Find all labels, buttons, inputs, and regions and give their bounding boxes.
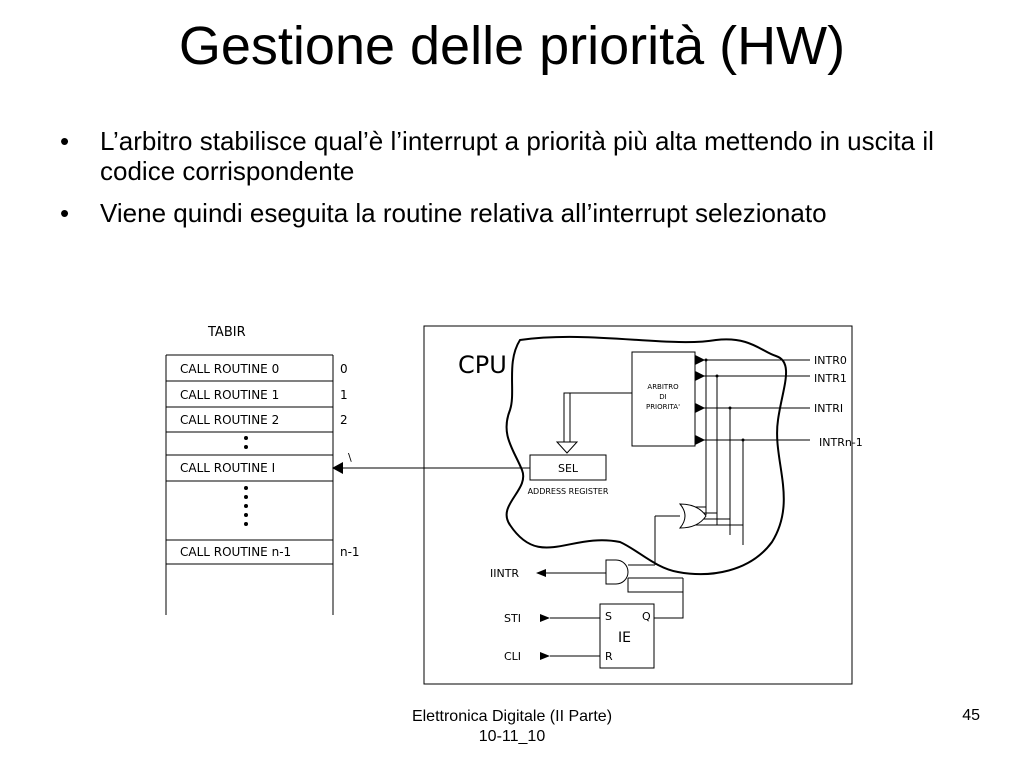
ff-q-label: Q	[642, 610, 651, 623]
table-row: CALL ROUTINE 2	[180, 413, 279, 427]
arrow-mark: \	[348, 451, 352, 464]
sti-label: STI	[504, 612, 521, 625]
ff-s-label: S	[605, 610, 612, 623]
intr-input-lines	[695, 355, 810, 545]
ellipsis-dots	[244, 436, 248, 526]
arbiter-label: DI	[659, 393, 666, 401]
intr-label: INTR0	[814, 354, 847, 367]
bullet-item: • L’arbitro stabilisce qual’è l’interrup…	[56, 126, 936, 186]
row-index: n-1	[340, 545, 360, 559]
tabir-table	[165, 354, 334, 615]
bullet-dot-icon: •	[60, 198, 70, 228]
table-row: CALL ROUTINE n-1	[180, 545, 291, 559]
sel-label: SEL	[558, 462, 579, 475]
row-index: 2	[340, 413, 348, 427]
footer-course: Elettronica Digitale (II Parte)	[411, 708, 613, 725]
address-register-label: ADDRESS REGISTER	[528, 487, 609, 496]
interrupt-priority-diagram: TABIR CALL ROUTINE 0 CALL ROUTINE 1 CALL…	[165, 325, 863, 685]
tabir-label: TABIR	[207, 325, 246, 340]
ie-label: IE	[618, 630, 631, 646]
table-row: CALL ROUTINE 0	[180, 362, 279, 376]
bullet-text: L’arbitro stabilisce qual’è l’interrupt …	[100, 126, 934, 186]
footer-date: 10-11_10	[478, 728, 546, 745]
table-row: CALL ROUTINE I	[180, 461, 275, 475]
sti-arrow-icon	[540, 614, 550, 622]
or-gate	[678, 503, 707, 529]
address-arrow	[332, 462, 530, 474]
iintr-label: IINTR	[490, 567, 519, 580]
row-index: 1	[340, 388, 348, 402]
tap-dots	[704, 358, 745, 442]
iintr-arrow-icon	[536, 569, 546, 577]
cpu-core-boundary	[505, 335, 788, 576]
ff-r-label: R	[605, 650, 613, 663]
sel-box	[529, 454, 607, 481]
bullet-list: • L’arbitro stabilisce qual’è l’interrup…	[56, 126, 936, 240]
arbiter-label: PRIORITA'	[646, 403, 680, 411]
arbiter-to-sel-arrow	[555, 392, 632, 454]
cli-label: CLI	[504, 650, 521, 663]
intr-label: INTR1	[814, 372, 847, 385]
slide-title: Gestione delle priorità (HW)	[178, 16, 846, 76]
arbiter-box	[631, 351, 696, 447]
arbiter-label: ARBITRO	[647, 383, 679, 391]
intr-label: INTRI	[814, 402, 843, 415]
bullet-item: • Viene quindi eseguita la routine relat…	[56, 198, 936, 228]
and-gate	[605, 559, 629, 585]
row-index: 0	[340, 362, 348, 376]
cpu-box	[423, 325, 853, 685]
cpu-label: CPU	[458, 351, 507, 379]
page-number: 45	[962, 707, 980, 724]
bullet-dot-icon: •	[60, 126, 70, 156]
bullet-text: Viene quindi eseguita la routine relativ…	[100, 198, 827, 228]
intr-label: INTRn-1	[819, 436, 863, 449]
ie-flipflop	[599, 603, 655, 669]
slide-footer: Elettronica Digitale (II Parte) 10-11_10	[300, 707, 724, 747]
cli-arrow-icon	[540, 652, 550, 660]
table-row: CALL ROUTINE 1	[180, 388, 279, 402]
